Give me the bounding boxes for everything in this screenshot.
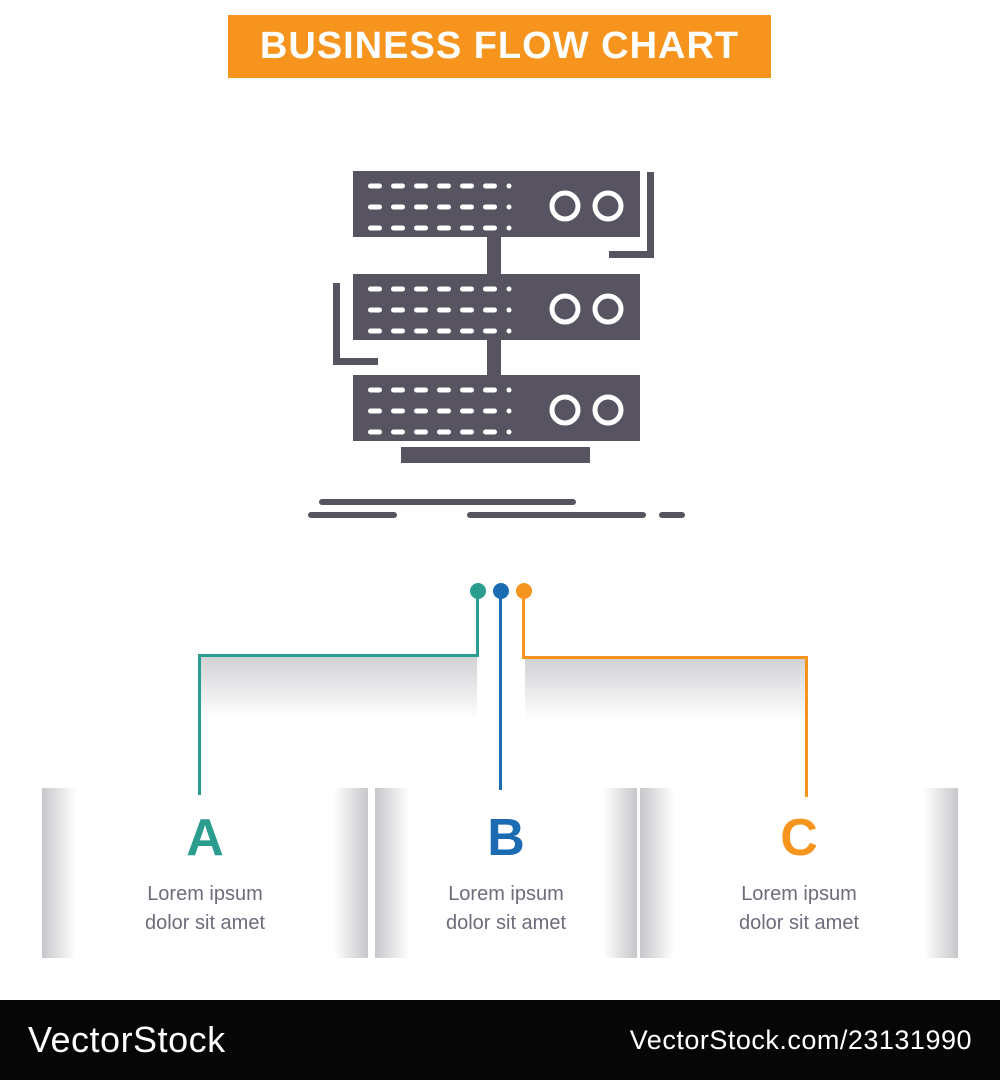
right-bracket: [647, 172, 654, 258]
server-unit-1: [353, 171, 640, 237]
banner-title: BUSINESS FLOW CHART: [259, 25, 740, 67]
branch-b-line-vertical: [499, 597, 502, 790]
branch-letter-b: B: [487, 809, 525, 867]
card-edge-shadow: [640, 788, 678, 958]
ground-line-1: [319, 499, 576, 505]
rack-pedestal: [401, 447, 590, 463]
server-rack-icon: [308, 165, 685, 518]
branch-a-line-horizontal: [198, 654, 479, 657]
branch-letter-a: A: [186, 809, 224, 867]
ground-line-3: [467, 512, 646, 518]
watermark-site-ref: VectorStock.com/23131990: [629, 1024, 972, 1055]
branch-a-line-vertical: [198, 654, 201, 795]
branch-caption-c: Lorem ipsum dolor sit amet: [738, 883, 860, 934]
branch-card-b: B Lorem ipsum dolor sit amet: [375, 788, 637, 958]
server-unit-2: [353, 274, 640, 340]
card-edge-shadow: [599, 788, 637, 958]
watermark-brand: VectorStock: [28, 1019, 226, 1060]
card-edge-shadow: [920, 788, 958, 958]
server-unit-3: [353, 375, 640, 441]
branch-c-line-vertical: [805, 656, 808, 797]
title-banner: BUSINESS FLOW CHART: [228, 15, 771, 78]
connector-shadow-left: [201, 657, 477, 719]
branch-b-dot: [493, 583, 509, 599]
card-edge-shadow: [42, 788, 80, 958]
watermark-bar: VectorStock VectorStock.com/23131990: [0, 1000, 1000, 1080]
ground-line-4: [659, 512, 685, 518]
connector-shadow-right: [525, 659, 805, 721]
branch-caption-a: Lorem ipsum dolor sit amet: [144, 883, 266, 934]
card-edge-shadow: [330, 788, 368, 958]
branch-c-line-drop: [522, 597, 525, 659]
unit-connector-1: [487, 237, 501, 274]
branch-c-line-horizontal: [522, 656, 808, 659]
branch-card-c: C Lorem ipsum dolor sit amet: [640, 788, 958, 958]
unit-connector-2: [487, 340, 501, 375]
branch-letter-c: C: [780, 809, 818, 867]
ground-line-2: [308, 512, 397, 518]
left-bracket: [333, 283, 340, 365]
branch-caption-b: Lorem ipsum dolor sit amet: [445, 883, 567, 934]
card-edge-shadow: [375, 788, 413, 958]
branch-card-a: A Lorem ipsum dolor sit amet: [42, 788, 368, 958]
branch-c-dot: [516, 583, 532, 599]
branch-a-dot: [470, 583, 486, 599]
branch-a-line-drop: [476, 597, 479, 657]
